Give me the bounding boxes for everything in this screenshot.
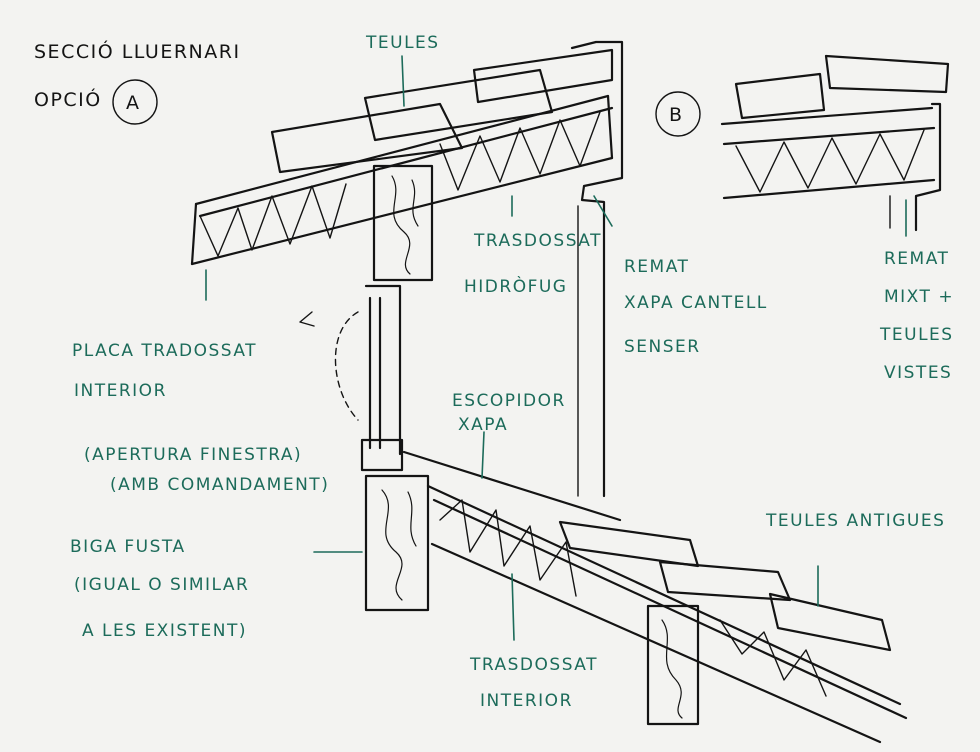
lower-insulation-zigzag-2 bbox=[719, 619, 827, 697]
label-teules: TEULES bbox=[365, 33, 440, 53]
label-mixt: MIXT + bbox=[884, 287, 954, 307]
edge-flashing bbox=[570, 40, 624, 498]
old-tile-3 bbox=[768, 592, 892, 652]
roof-bottom-line bbox=[190, 156, 614, 266]
option-b-circle bbox=[655, 91, 701, 137]
tile-1 bbox=[270, 102, 464, 174]
b-flashing bbox=[914, 102, 942, 232]
lower-roof-top bbox=[426, 484, 902, 706]
roof-end-left bbox=[190, 202, 198, 266]
label-teules-antigues: TEULES ANTIGUES bbox=[765, 511, 945, 531]
lower-roof-top-2 bbox=[432, 498, 908, 720]
label-remat-b: REMAT bbox=[884, 249, 949, 269]
lower-roof bbox=[364, 450, 908, 744]
tile-3 bbox=[472, 48, 614, 104]
lower-beam bbox=[646, 604, 700, 726]
drawing-title: SECCIÓ LLUERNARI OPCIÓ A bbox=[34, 39, 241, 125]
roof-end-right bbox=[606, 94, 614, 160]
label-comandament: (AMB COMANDAMENT) bbox=[110, 475, 329, 495]
b-insulation-zigzag bbox=[735, 129, 925, 193]
label-senser: SENSER bbox=[624, 337, 701, 357]
main-beam-grain-2 bbox=[407, 491, 417, 547]
window-sill bbox=[360, 438, 404, 472]
tile-2 bbox=[363, 68, 554, 142]
lower-roof-bottom bbox=[430, 542, 882, 744]
roof-top-line-2 bbox=[198, 106, 614, 218]
main-beam bbox=[364, 474, 430, 612]
old-tile-2 bbox=[658, 560, 792, 602]
window-frame-right bbox=[364, 284, 402, 456]
leader-trasdossat-interior bbox=[511, 573, 515, 641]
title-line-2: OPCIÓ bbox=[34, 87, 102, 111]
label-trasdossat-2: TRASDOSSAT bbox=[469, 655, 598, 675]
option-b-detail: B bbox=[655, 54, 950, 232]
beam-grain-1 bbox=[391, 175, 411, 275]
label-xapa-cantell: XAPA CANTELL bbox=[624, 293, 768, 313]
lower-insulation-zigzag bbox=[439, 499, 577, 597]
opening-arc bbox=[334, 311, 359, 421]
leader-remat bbox=[593, 195, 613, 227]
b-roof-line-2 bbox=[722, 126, 936, 146]
option-b-label: B bbox=[669, 104, 684, 126]
label-trasdossat: TRASDOSSAT bbox=[473, 231, 602, 251]
b-roof-line-1 bbox=[720, 106, 934, 126]
sill-flashing bbox=[402, 450, 622, 522]
option-a-circle bbox=[112, 79, 158, 125]
leader-teules bbox=[401, 55, 405, 107]
label-placa: PLACA TRADOSSAT bbox=[72, 341, 257, 361]
label-biga: BIGA FUSTA bbox=[70, 537, 186, 557]
opening-arrow bbox=[299, 311, 315, 327]
label-hidrofug: HIDRÒFUG bbox=[464, 275, 567, 297]
label-placa-interior: INTERIOR bbox=[74, 381, 167, 401]
skylight-roof bbox=[190, 40, 624, 498]
option-a-label: A bbox=[126, 92, 141, 114]
label-teules-b: TEULES bbox=[879, 325, 954, 345]
b-roof-line-3 bbox=[722, 178, 936, 200]
roof-top-line bbox=[194, 94, 610, 206]
b-tile-1 bbox=[734, 72, 826, 120]
label-remat: REMAT bbox=[624, 257, 689, 277]
insulation-zigzag-left bbox=[199, 183, 347, 257]
label-vistes: VISTES bbox=[884, 363, 952, 383]
leader-escopidor bbox=[481, 431, 485, 479]
label-igual: (IGUAL O SIMILAR bbox=[74, 575, 249, 595]
leader-lines bbox=[205, 55, 907, 641]
b-tile-2 bbox=[824, 54, 950, 94]
label-xapa: XAPA bbox=[458, 415, 508, 435]
insulation-zigzag-right bbox=[439, 111, 601, 191]
old-tile-1 bbox=[558, 520, 700, 568]
main-beam-grain-1 bbox=[381, 489, 403, 601]
label-existent: A LES EXISTENT) bbox=[82, 621, 247, 641]
lower-beam-grain bbox=[661, 619, 683, 719]
beam-grain-2 bbox=[411, 179, 419, 227]
label-interior-2: INTERIOR bbox=[480, 691, 573, 711]
annotations: TEULES TRASDOSSAT HIDRÒFUG REMAT XAPA CA… bbox=[70, 33, 954, 711]
label-escopidor: ESCOPIDOR bbox=[452, 391, 566, 411]
title-line-1: SECCIÓ LLUERNARI bbox=[34, 39, 241, 63]
skylight-beam bbox=[372, 164, 434, 282]
label-apertura: (APERTURA FINESTRA) bbox=[84, 445, 302, 465]
window-column bbox=[299, 284, 404, 472]
